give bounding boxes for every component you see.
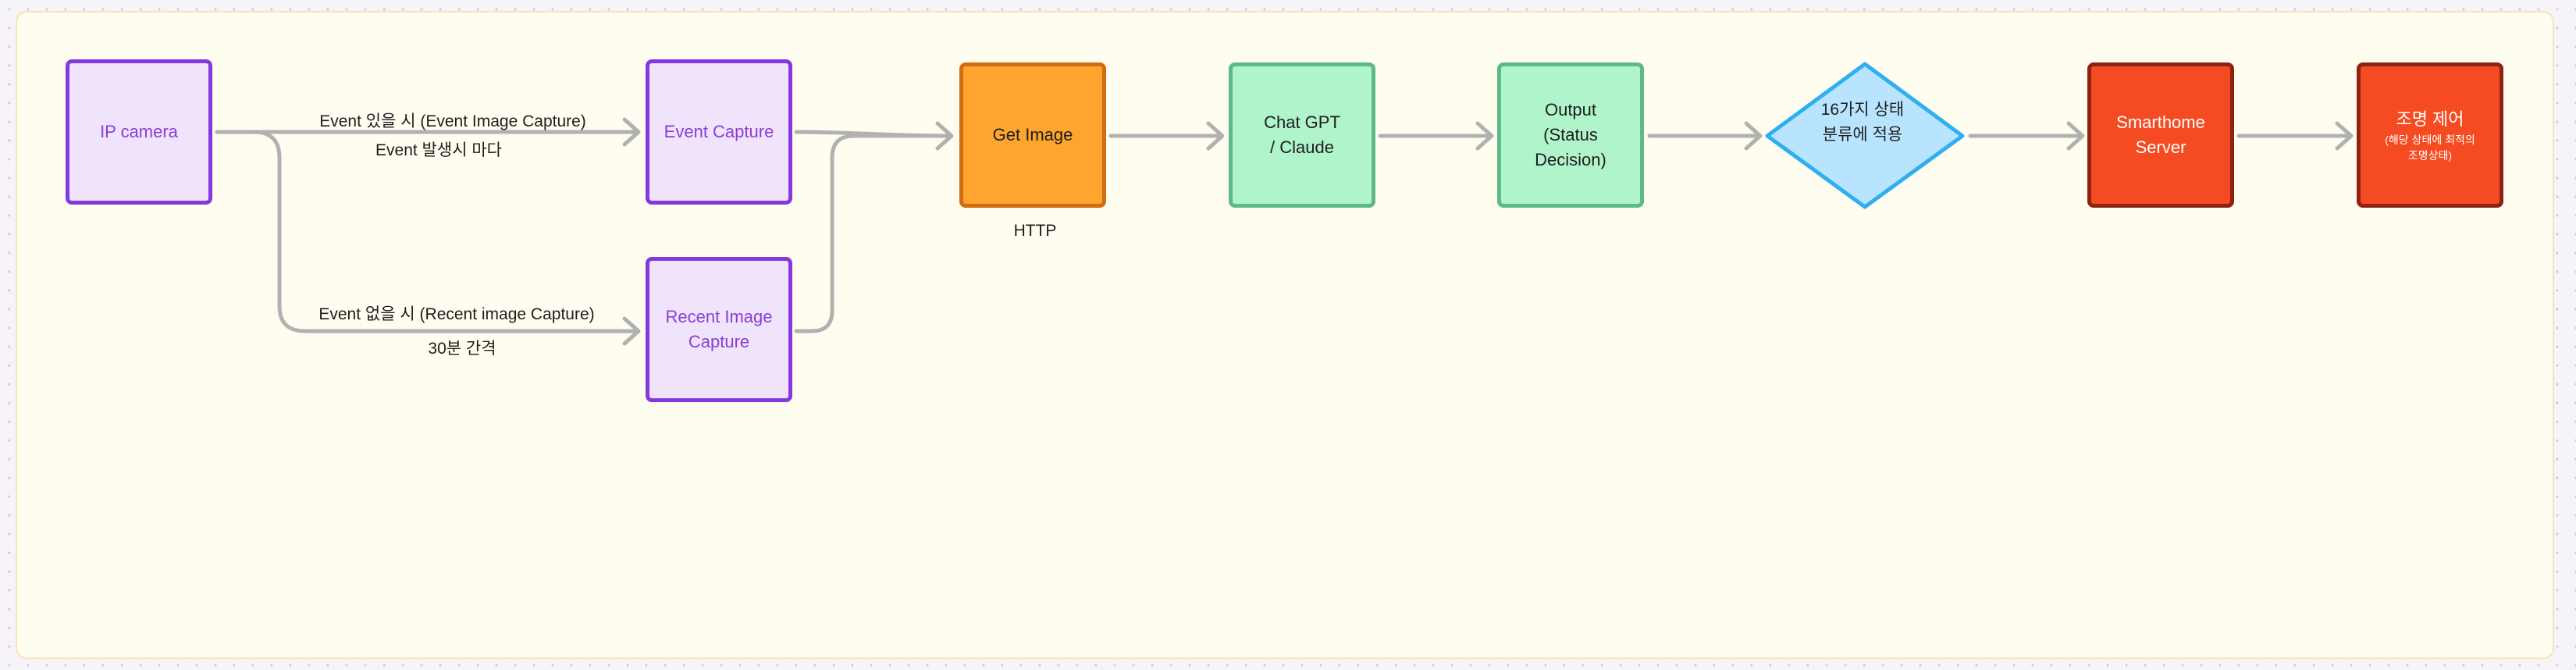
classify-label-line1: 16가지 상태 xyxy=(1820,101,1905,119)
arrowhead-recent xyxy=(622,316,641,346)
output-label-line1: Output xyxy=(1544,100,1597,120)
event-branch-label-top: Event 있을 시 (Event Image Capture) xyxy=(319,112,586,130)
arrowhead-smarthome xyxy=(2066,121,2085,151)
node-event-capture[interactable]: Event Capture xyxy=(646,59,792,205)
node-chat-gpt-claude[interactable]: Chat GPT / Claude xyxy=(1229,62,1375,208)
connector-camera-to-recent xyxy=(215,130,640,333)
node-recent-image-capture[interactable]: Recent Image Capture xyxy=(646,257,792,402)
get-image-label: Get Image xyxy=(992,125,1073,145)
recent-capture-label-line2: Capture xyxy=(688,332,750,351)
classify-label-line2: 분류에 적용 xyxy=(1822,125,1903,144)
output-label-line3: Decision) xyxy=(1535,149,1606,169)
node-ip-camera[interactable]: IP camera xyxy=(66,59,212,205)
arrowhead-getimage xyxy=(935,121,954,151)
ip-camera-label: IP camera xyxy=(100,122,178,142)
recent-branch-label-top: Event 없을 시 (Recent image Capture) xyxy=(318,305,595,323)
output-label-line2: (Status xyxy=(1543,125,1598,145)
classify-diamond-shape xyxy=(1765,62,1965,209)
arrowhead-lighting xyxy=(2335,121,2354,151)
chat-gpt-label-line2: / Claude xyxy=(1270,137,1334,157)
event-branch-label-bottom: Event 발생시 마다 xyxy=(375,141,502,159)
lighting-title: 조명 제어 xyxy=(2396,109,2464,129)
lighting-sub-line1: (해당 상태에 최적의 xyxy=(2385,133,2475,146)
arrowhead-output xyxy=(1475,121,1494,151)
recent-branch-label-bottom: 30분 간격 xyxy=(428,340,496,358)
connector-recent-to-getimage xyxy=(794,134,953,333)
smarthome-label-line1: Smarthome xyxy=(2116,112,2205,133)
arrowhead-chatgpt xyxy=(1206,121,1225,151)
http-label: HTTP xyxy=(1013,222,1057,240)
chat-gpt-label-line1: Chat GPT xyxy=(1264,112,1340,133)
node-lighting-control[interactable]: 조명 제어 (해당 상태에 최적의 조명상태) xyxy=(2357,62,2503,208)
node-smarthome-server[interactable]: Smarthome Server xyxy=(2087,62,2234,208)
node-get-image[interactable]: Get Image xyxy=(959,62,1106,208)
event-capture-label: Event Capture xyxy=(664,122,774,142)
lighting-sub-line2: 조명상태) xyxy=(2407,148,2453,162)
node-output-status-decision[interactable]: Output (Status Decision) xyxy=(1497,62,1644,208)
arrowhead-event xyxy=(622,117,641,147)
recent-capture-label-line1: Recent Image xyxy=(665,307,773,327)
smarthome-label-line2: Server xyxy=(2135,137,2186,157)
arrowhead-classify xyxy=(1744,121,1763,151)
node-16-state-classification[interactable]: 16가지 상태 분류에 적용 xyxy=(1769,98,1956,147)
